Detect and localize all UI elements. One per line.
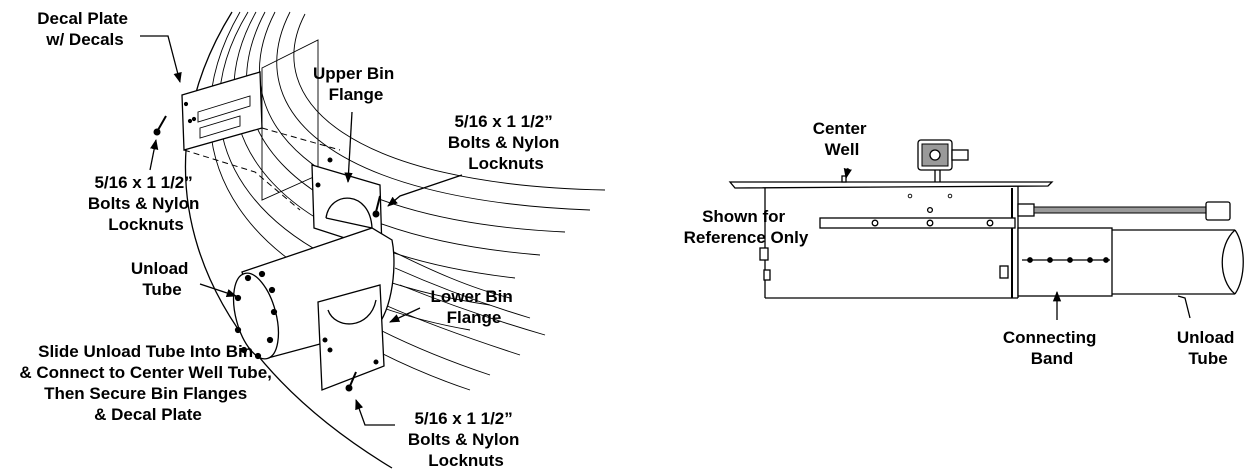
bolts-left-label: 5/16 x 1 1/2” Bolts & Nylon Locknuts bbox=[88, 173, 204, 234]
bin-wall bbox=[184, 11, 606, 469]
bolt-upper-right bbox=[372, 195, 381, 218]
unload-tube-right-label: Unload Tube bbox=[1177, 328, 1239, 368]
upper-bin-flange-label: Upper Bin Flange bbox=[313, 64, 399, 104]
connecting-band-label: Connecting Band bbox=[1003, 328, 1101, 368]
reference-note: Shown for Reference Only bbox=[684, 207, 809, 247]
installation-instructions: Slide Unload Tube Into Bin & Connect to … bbox=[19, 342, 276, 424]
connecting-band bbox=[999, 227, 1113, 297]
drive-rod bbox=[1017, 201, 1231, 221]
lower-bin-flange-label: Lower Bin Flange bbox=[431, 287, 518, 327]
bolts-upper-right-label: 5/16 x 1 1/2” Bolts & Nylon Locknuts bbox=[448, 112, 564, 173]
center-well-label: Center Well bbox=[813, 119, 872, 159]
decal-plate bbox=[181, 71, 263, 151]
sweep-bar bbox=[819, 217, 1016, 229]
unload-tube-left-label: Unload Tube bbox=[131, 259, 193, 299]
right-view: Center Well Shown for Reference Only Con… bbox=[684, 119, 1244, 368]
center-well-motor bbox=[841, 139, 969, 183]
unload-tube-right bbox=[1112, 229, 1244, 295]
decal-plate-label: Decal Plate w/ Decals bbox=[37, 9, 132, 49]
bolt-bottom bbox=[345, 371, 357, 392]
lower-bin-flange bbox=[317, 284, 385, 391]
bolt-left bbox=[153, 115, 167, 136]
left-view: Decal Plate w/ Decals Upper Bin Flange 5… bbox=[19, 9, 606, 470]
bolts-bottom-label: 5/16 x 1 1/2” Bolts & Nylon Locknuts bbox=[408, 409, 524, 470]
